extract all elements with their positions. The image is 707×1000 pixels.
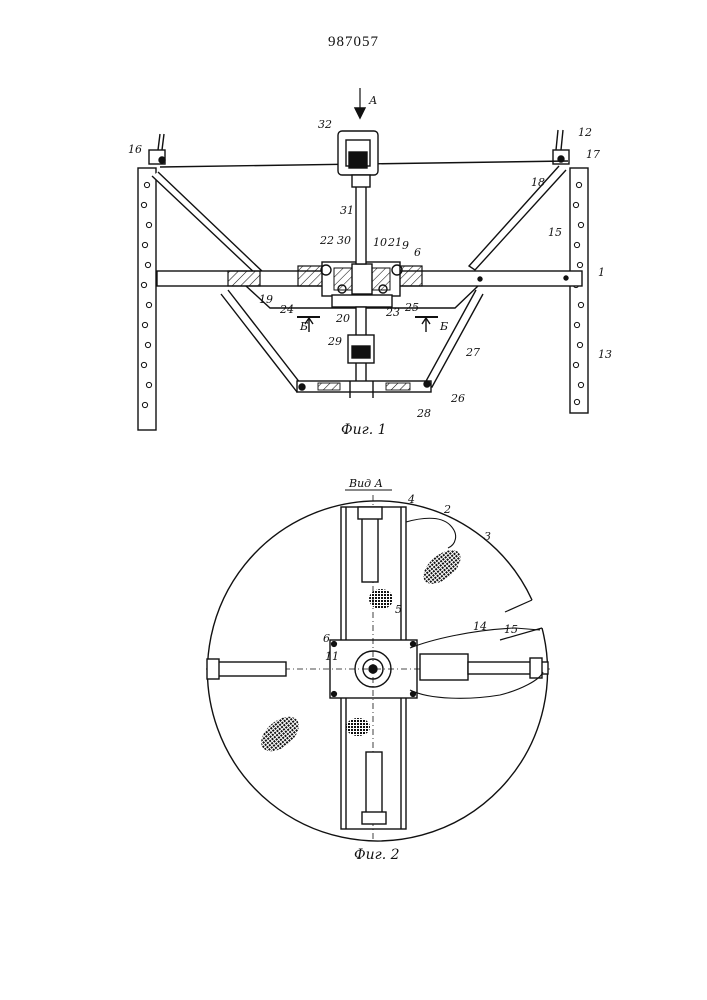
right-hook	[553, 130, 569, 164]
fig1-drawing	[138, 88, 588, 430]
label-26: 26	[450, 392, 465, 405]
label-16: 16	[128, 143, 142, 156]
label-20: 20	[335, 312, 350, 325]
mesh-patch-3	[417, 544, 466, 591]
label-1: 1	[598, 266, 605, 279]
label-23: 23	[385, 306, 400, 319]
bolt-top	[362, 510, 378, 582]
label-2: 2	[443, 503, 451, 516]
left-hook	[149, 134, 165, 164]
bolt-bottom	[366, 752, 382, 818]
label-9: 9	[402, 239, 409, 252]
bottom-plate	[297, 381, 431, 392]
label-4: 4	[407, 493, 415, 506]
label-27: 27	[465, 346, 480, 359]
label-19: 19	[259, 293, 273, 306]
right-clamp	[420, 654, 468, 680]
label-18: 18	[531, 176, 545, 189]
fig2-drawing	[206, 495, 552, 841]
label-28: 28	[416, 407, 431, 420]
bolt-left	[212, 662, 286, 676]
fig1-caption: Фиг. 1	[341, 422, 387, 438]
label-15: 15	[548, 226, 562, 239]
label-10: 10	[373, 236, 387, 249]
section-label-left: Б	[299, 320, 308, 333]
view-title: Вид А	[348, 477, 383, 490]
mesh-patch-left	[255, 710, 305, 758]
label-15: 15	[504, 623, 518, 636]
label-21: 21	[387, 236, 402, 249]
label-32: 32	[318, 118, 332, 131]
label-30: 30	[337, 234, 351, 247]
mesh-patch-bottom	[346, 718, 370, 736]
section-label-right: Б	[439, 320, 448, 333]
label-13: 13	[598, 348, 612, 361]
label-6: 6	[323, 632, 330, 645]
mesh-patch-5	[369, 589, 393, 609]
label-24: 24	[279, 303, 294, 316]
label-12: 12	[578, 126, 592, 139]
view-arrow-label: А	[368, 94, 377, 107]
label-17: 17	[586, 148, 600, 161]
left-wall	[138, 168, 156, 430]
label-14: 14	[473, 620, 487, 633]
central-hub	[321, 262, 402, 307]
right-upper-strut	[469, 166, 566, 270]
label-29: 29	[327, 335, 342, 348]
label-25: 25	[404, 301, 419, 314]
left-upper-strut	[152, 172, 264, 276]
right-wall	[570, 168, 588, 413]
top-block	[338, 131, 378, 187]
label-6: 6	[414, 246, 421, 259]
fig2-caption: Фиг. 2	[354, 847, 400, 863]
right-lower-strut	[425, 290, 483, 387]
label-31: 31	[340, 204, 354, 217]
label-5: 5	[395, 603, 402, 616]
label-22: 22	[319, 234, 334, 247]
label-3: 3	[484, 530, 491, 543]
label-11: 11	[325, 650, 339, 663]
